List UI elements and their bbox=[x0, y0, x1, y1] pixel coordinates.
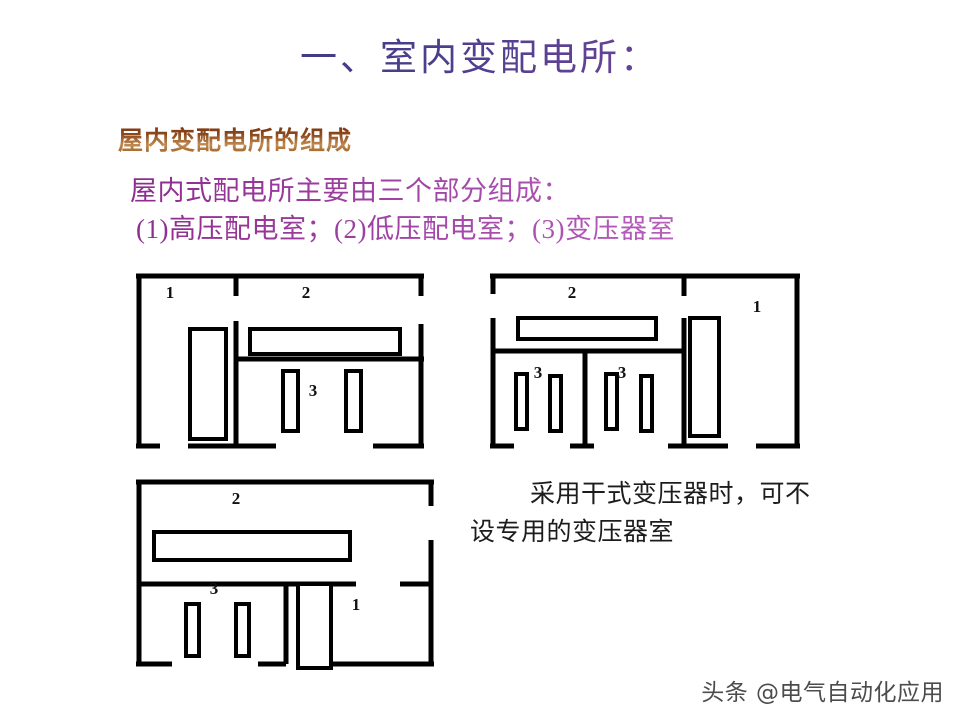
body-text-line-1: 屋内式配电所主要由三个部分组成： bbox=[130, 172, 675, 210]
caption-line-2: 设专用的变压器室 bbox=[470, 519, 675, 546]
room-label-2: 2 bbox=[302, 283, 311, 302]
room-label-2: 2 bbox=[568, 283, 577, 302]
floor-plan-left-bottom: 2 3 1 bbox=[128, 468, 448, 673]
room-label-1: 1 bbox=[166, 283, 175, 302]
room-label-2: 2 bbox=[232, 489, 241, 508]
section-heading: 屋内变配电所的组成 bbox=[118, 126, 353, 155]
page-title: 一、室内变配电所： bbox=[0, 36, 960, 82]
floor-plan-right-top: 2 1 3 3 bbox=[482, 266, 808, 456]
watermark: 头条 @电气自动化应用 bbox=[701, 680, 944, 706]
plan-1-labels: 1 2 3 bbox=[166, 283, 318, 400]
room-label-3-left: 3 bbox=[534, 363, 543, 382]
room-label-1: 1 bbox=[753, 297, 762, 316]
room-label-3-right: 3 bbox=[618, 363, 627, 382]
body-text-line-2: (1)高压配电室；(2)低压配电室；(3)变压器室 bbox=[130, 210, 675, 248]
plan-3-labels: 2 3 1 bbox=[210, 489, 361, 614]
plan-2-labels: 2 1 3 3 bbox=[534, 283, 762, 382]
diagram-caption: 采用干式变压器时，可不 设专用的变压器室 bbox=[470, 476, 870, 552]
caption-line-1: 采用干式变压器时，可不 bbox=[530, 481, 811, 508]
floor-plan-left-top: 1 2 3 bbox=[128, 266, 428, 456]
body-text-block: 屋内式配电所主要由三个部分组成： (1)高压配电室；(2)低压配电室；(3)变压… bbox=[130, 172, 675, 248]
room-label-1: 1 bbox=[352, 595, 361, 614]
room-label-3: 3 bbox=[309, 381, 318, 400]
room-label-3: 3 bbox=[210, 579, 219, 598]
